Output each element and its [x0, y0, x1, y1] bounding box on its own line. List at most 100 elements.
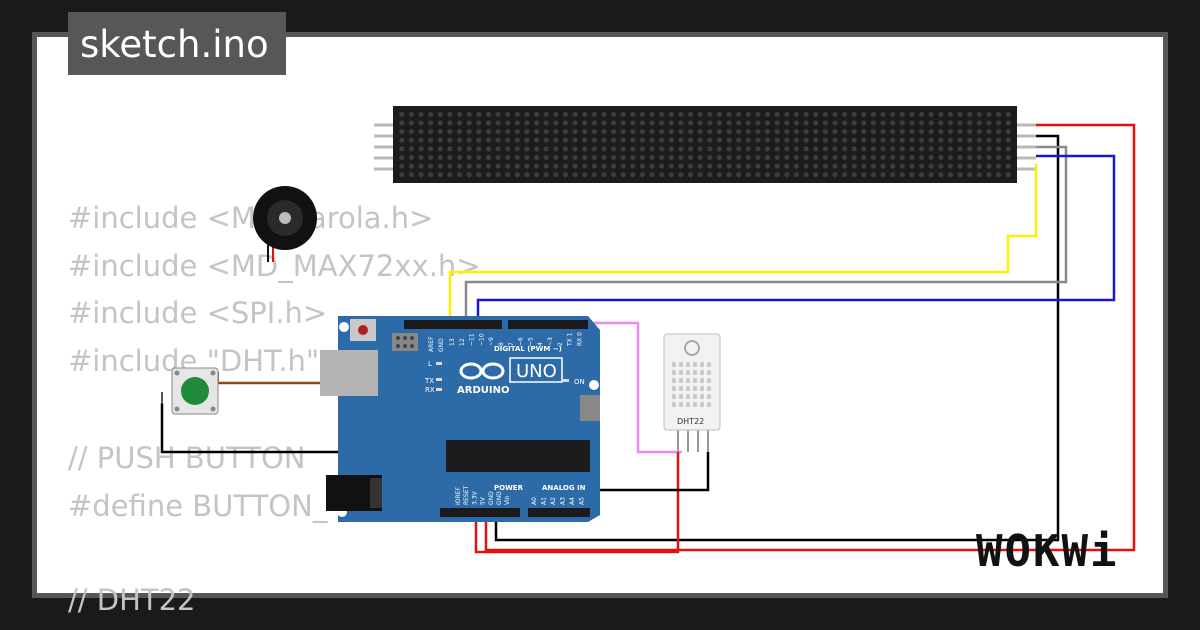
matrix-led	[485, 172, 492, 178]
sensor-vent	[700, 370, 704, 375]
matrix-led	[456, 154, 463, 161]
matrix-led	[495, 163, 501, 169]
matrix-led	[726, 172, 732, 178]
matrix-led	[649, 120, 655, 126]
sensor-vent	[679, 362, 683, 367]
sensor-vent	[686, 378, 690, 383]
matrix-led	[890, 146, 896, 152]
matrix-led	[995, 137, 1002, 143]
matrix-led	[832, 163, 838, 169]
matrix-led	[456, 172, 463, 178]
matrix-led	[533, 137, 540, 143]
matrix-led	[918, 172, 925, 178]
matrix-led	[630, 111, 636, 117]
matrix-led	[870, 120, 877, 126]
matrix-led	[505, 111, 511, 117]
pin-label: GND	[438, 338, 445, 352]
matrix-led	[687, 111, 694, 117]
matrix-led	[890, 163, 896, 169]
matrix-led	[697, 120, 703, 126]
matrix-led	[861, 128, 867, 135]
matrix-led	[784, 163, 790, 169]
matrix-led	[755, 137, 761, 143]
matrix-led	[707, 163, 713, 169]
matrix-led	[418, 154, 424, 161]
matrix-led	[485, 154, 492, 161]
matrix-led	[909, 111, 915, 117]
matrix-led	[582, 128, 588, 135]
matrix-led	[543, 172, 549, 178]
file-tab[interactable]: sketch.ino	[68, 12, 286, 75]
sensor-vent	[700, 386, 704, 391]
matrix-led	[620, 146, 626, 152]
matrix-led	[774, 137, 780, 143]
matrix-led	[880, 137, 886, 143]
matrix-led	[899, 111, 905, 117]
matrix-led	[928, 120, 934, 126]
matrix-led	[726, 154, 732, 161]
code-line: #define BUTTON_	[68, 489, 328, 523]
wire-red-sensor	[474, 452, 680, 554]
matrix-led	[967, 154, 973, 161]
sensor-vent	[672, 370, 676, 375]
pin-label: IOREF	[455, 487, 462, 505]
buzzer[interactable]	[253, 186, 317, 262]
matrix-led	[495, 154, 501, 161]
matrix-led	[880, 128, 886, 135]
pin-label: 2	[557, 342, 564, 346]
matrix-led	[533, 172, 540, 178]
matrix-led	[582, 163, 588, 169]
push-button[interactable]	[161, 367, 219, 415]
matrix-led	[659, 128, 665, 135]
matrix-led	[418, 111, 424, 117]
led-matrix[interactable]	[374, 106, 1036, 183]
simulation-canvas[interactable]: #include <MD_Parola.h> #include <MD_MAX7…	[37, 37, 1163, 617]
matrix-led	[707, 146, 713, 152]
sensor-vent	[693, 402, 697, 407]
matrix-led	[476, 163, 482, 169]
matrix-led	[408, 111, 415, 117]
sensor-vent	[686, 386, 690, 391]
matrix-led	[841, 163, 848, 169]
matrix-led	[543, 137, 549, 143]
matrix-led	[476, 128, 482, 135]
matrix-led	[678, 172, 684, 178]
file-tab-title: sketch.ino	[80, 23, 269, 66]
button-cap[interactable]	[181, 377, 209, 405]
matrix-led	[899, 146, 905, 152]
matrix-led	[533, 146, 540, 152]
matrix-led	[793, 137, 800, 143]
matrix-led	[543, 128, 549, 135]
matrix-led	[495, 128, 501, 135]
matrix-led	[736, 154, 742, 161]
matrix-led	[543, 111, 549, 117]
dht22-sensor[interactable]: DHT22	[663, 333, 721, 452]
matrix-led	[610, 163, 617, 169]
pin-label: 4	[537, 342, 544, 346]
wire-black	[494, 134, 1060, 542]
matrix-led	[1005, 172, 1011, 178]
matrix-led	[620, 111, 626, 117]
matrix-led	[822, 146, 828, 152]
matrix-led	[399, 172, 405, 178]
matrix-led	[466, 111, 472, 117]
sensor-vent	[686, 394, 690, 399]
arduino-uno[interactable]: UNO ARDUINO DIGITAL (PWM ~) POWER ANALOG…	[320, 316, 600, 522]
matrix-led	[514, 137, 520, 143]
matrix-led	[928, 146, 934, 152]
matrix-led	[832, 137, 838, 143]
matrix-led	[726, 120, 732, 126]
matrix-led	[639, 120, 646, 126]
matrix-led	[418, 120, 424, 126]
matrix-led	[485, 128, 492, 135]
pin-label: 12	[459, 338, 466, 346]
matrix-led	[861, 137, 867, 143]
matrix-led	[822, 120, 828, 126]
matrix-led	[591, 128, 597, 135]
matrix-led	[476, 172, 482, 178]
matrix-led	[938, 128, 944, 135]
wire-pink	[566, 321, 682, 454]
matrix-led	[957, 154, 963, 161]
matrix-led	[880, 111, 886, 117]
pin-label: A4	[569, 497, 576, 505]
